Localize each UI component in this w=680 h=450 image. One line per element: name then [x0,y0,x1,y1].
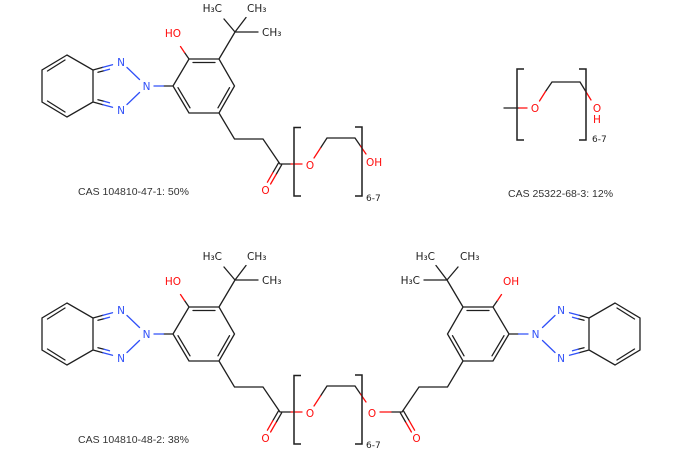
hydroxyl-label: OH [366,157,382,169]
peg-oxygen-bonds [313,393,367,407]
nitrogen-label: N [117,105,125,117]
methyl-label: H₃C [203,3,222,15]
peg-carbon-bonds [503,81,587,109]
benzotriazole-phenol-skeleton-right [379,264,641,433]
peg-oxygen-bonds [518,90,592,109]
methyl-label: H₃C [401,275,420,287]
cas-percentage-label: CAS 104810-47-1: 50% [78,186,189,198]
methyl-label: CH₃ [262,275,281,287]
carbonyl-oxygen-label: O [261,185,269,197]
methyl-label: CH₃ [262,27,281,39]
nitrogen-label: N [557,305,565,317]
ester-oxygen-label: O [306,160,314,172]
cas-percentage-label: CAS 25322-68-3: 12% [508,188,613,200]
nitrogen-label: N [557,353,565,365]
methyl-label: CH₃ [247,3,266,15]
polymer-bracket-left [293,126,301,197]
hydroxyl-label: HO [165,276,181,288]
polymer-bracket-left [516,68,524,141]
nitrogen-label: N [143,329,151,341]
nitrogen-label: N [117,353,125,365]
polymer-bracket-right [355,374,363,445]
polymer-bracket-left [293,374,301,445]
methyl-label: H₃C [416,251,435,263]
methyl-label: CH₃ [247,251,266,263]
structure-polyethylene-glycol: O O H 6-7 CAS 25322-68-3: 12% [503,68,613,200]
ether-oxygen-label: O [531,103,539,115]
repeat-subscript-label: 6-7 [592,135,607,145]
nitrogen-label: N [532,329,540,341]
carbonyl-oxygen-label: O [261,433,269,445]
hydroxyl-label: OH [503,276,519,288]
methyl-label: H₃C [203,251,222,263]
structure-bis-benzotriazole-peg-diester: HO H₃C CH₃ CH₃ N N N O O 6-7 OH H₃C CH₃ … [41,251,641,450]
benzotriazole-phenol-skeleton [41,16,303,185]
hydroxyl-hydrogen-label: H [593,114,601,126]
cas-percentage-label: CAS 104810-48-2: 38% [78,434,189,446]
peg-carbon-bonds [319,385,362,397]
polymer-bracket-right [355,126,363,197]
nitrogen-label: N [117,305,125,317]
polymer-bracket-right [579,68,587,141]
structure-benzotriazole-peg-ester: HO H₃C CH₃ CH₃ N N N O O OH 6-7 CAS 1048… [41,3,382,204]
nitrogen-label: N [117,57,125,69]
carbonyl-oxygen-label: O [412,433,420,445]
ester-oxygen-label: O [368,408,376,420]
repeat-subscript-label: 6-7 [366,194,381,204]
nitrogen-label: N [143,81,151,93]
hydroxyl-oxygen-label: O [593,103,601,115]
peg-oxygen-bonds [313,145,367,159]
methyl-label: CH₃ [460,251,479,263]
repeat-subscript-label: 6-7 [366,441,381,450]
hydroxyl-label: HO [165,28,181,40]
peg-carbon-bonds [319,137,362,149]
ester-oxygen-label: O [306,408,314,420]
benzotriazole-phenol-skeleton-left [41,264,303,433]
